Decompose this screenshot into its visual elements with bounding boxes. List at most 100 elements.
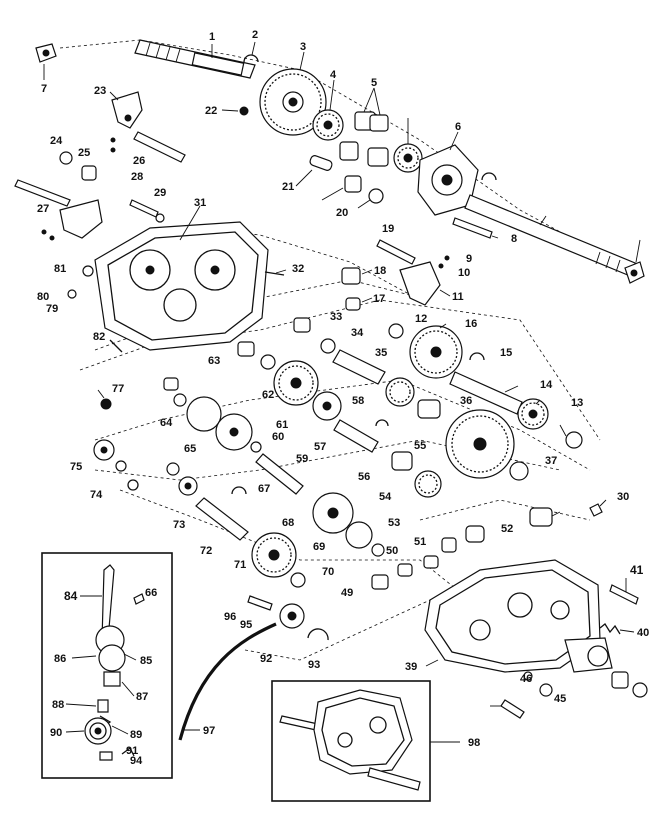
label-part-61: 61 [276, 419, 288, 431]
label-part-39: 39 [405, 661, 417, 673]
label-part-45: 45 [554, 693, 566, 705]
part-gear-55 [445, 409, 515, 479]
part-clip-67 [231, 486, 247, 495]
label-part-18: 18 [374, 265, 386, 277]
inset-box-assembled-unit [271, 680, 431, 802]
part-bushing-56 [391, 451, 413, 471]
label-part-23: 23 [94, 85, 106, 97]
label-part-70: 70 [322, 566, 334, 578]
label-part-7: 7 [41, 83, 47, 95]
arrow-leaders [65, 499, 635, 743]
part-shaft-top-left [134, 39, 256, 79]
label-part-10: 10 [458, 267, 470, 279]
part-disc-64 [186, 396, 222, 432]
label-part-60: 60 [272, 431, 284, 443]
part-shaft-14 [449, 371, 523, 415]
label-part-8: 8 [511, 233, 517, 245]
label-part-64: 64 [160, 417, 173, 429]
label-part-49: 49 [341, 587, 353, 599]
label-part-46: 46 [520, 673, 532, 685]
part-pin-8 [452, 217, 493, 239]
label-part-19: 19 [382, 223, 394, 235]
label-part-31: 31 [194, 197, 206, 209]
part-fasteners-9-10 [41, 137, 450, 269]
part-gear-62 [273, 360, 319, 406]
label-part-30: 30 [617, 491, 629, 503]
part-number-labels: 1 2 3 4 5 6 7 8 9 10 11 12 13 14 15 16 1… [37, 29, 649, 767]
label-part-12: 12 [415, 313, 427, 325]
label-part-59: 59 [296, 453, 308, 465]
part-washer-12 [388, 323, 583, 449]
inset-box-shift-lever [41, 552, 173, 779]
label-part-92: 92 [260, 653, 272, 665]
label-part-63: 63 [208, 355, 220, 367]
label-part-15: 15 [500, 347, 512, 359]
label-part-79: 79 [46, 303, 58, 315]
part-clip-15 [375, 352, 485, 427]
part-gear-58 [385, 377, 415, 407]
part-shaft-72 [195, 497, 249, 541]
label-part-27: 27 [37, 203, 49, 215]
part-disc-69 [345, 521, 373, 549]
part-rod-26-left [14, 179, 71, 207]
label-part-32: 32 [292, 263, 304, 275]
part-gear-16 [409, 325, 463, 379]
part-bolt-41-right [609, 584, 639, 605]
part-pin-19 [376, 239, 416, 265]
part-gear-cluster-5 [339, 111, 389, 193]
part-shaft-long-right [464, 194, 641, 279]
label-part-25: 25 [78, 147, 90, 159]
label-part-68: 68 [282, 517, 294, 529]
label-part-88: 88 [52, 699, 64, 711]
label-part-81: 81 [54, 263, 66, 275]
label-part-97: 97 [203, 725, 215, 737]
part-shaft-26 [133, 131, 186, 163]
part-washer-37 [260, 354, 529, 481]
label-part-84: 84 [64, 589, 78, 603]
part-gear-small-4a [312, 109, 344, 141]
label-part-34: 34 [351, 327, 364, 339]
label-part-66: 66 [145, 587, 157, 599]
label-part-94: 94 [130, 755, 143, 767]
label-part-20: 20 [336, 207, 348, 219]
label-part-26: 26 [133, 155, 145, 167]
label-part-89: 89 [130, 729, 142, 741]
part-spacer-21 [309, 155, 333, 171]
part-pinion-right [624, 261, 645, 284]
label-part-36: 36 [460, 395, 472, 407]
part-shaft-59 [255, 453, 304, 495]
label-part-58: 58 [352, 395, 364, 407]
part-bolt-96-95 [247, 595, 273, 611]
label-part-52: 52 [501, 523, 513, 535]
label-part-77: 77 [112, 383, 124, 395]
part-shift-fork-23 [111, 91, 143, 129]
label-part-62: 62 [262, 389, 274, 401]
label-part-29: 29 [154, 187, 166, 199]
label-part-37: 37 [545, 455, 557, 467]
label-part-53: 53 [388, 517, 400, 529]
label-part-95: 95 [240, 619, 252, 631]
label-part-71: 71 [234, 559, 246, 571]
part-plug-77 [100, 398, 112, 410]
part-washer-45-46 [523, 671, 553, 697]
label-part-82: 82 [93, 331, 105, 343]
part-bolt-30 [589, 503, 603, 517]
label-part-3: 3 [300, 41, 306, 53]
label-part-35: 35 [375, 347, 387, 359]
label-part-17: 17 [373, 293, 385, 305]
part-shaft-35 [332, 349, 386, 385]
label-part-21: 21 [282, 181, 294, 193]
part-gear-73 [178, 476, 198, 496]
label-part-1: 1 [209, 31, 215, 43]
part-seals-24-25 [611, 671, 648, 698]
part-clamp-93 [307, 628, 329, 641]
part-spring-40 [599, 623, 621, 635]
label-part-69: 69 [313, 541, 325, 553]
label-part-98: 98 [468, 737, 480, 749]
part-dowel-82-32 [109, 271, 285, 353]
part-gear-13 [517, 398, 549, 430]
part-bracket-27 [59, 199, 103, 239]
label-part-87: 87 [136, 691, 148, 703]
